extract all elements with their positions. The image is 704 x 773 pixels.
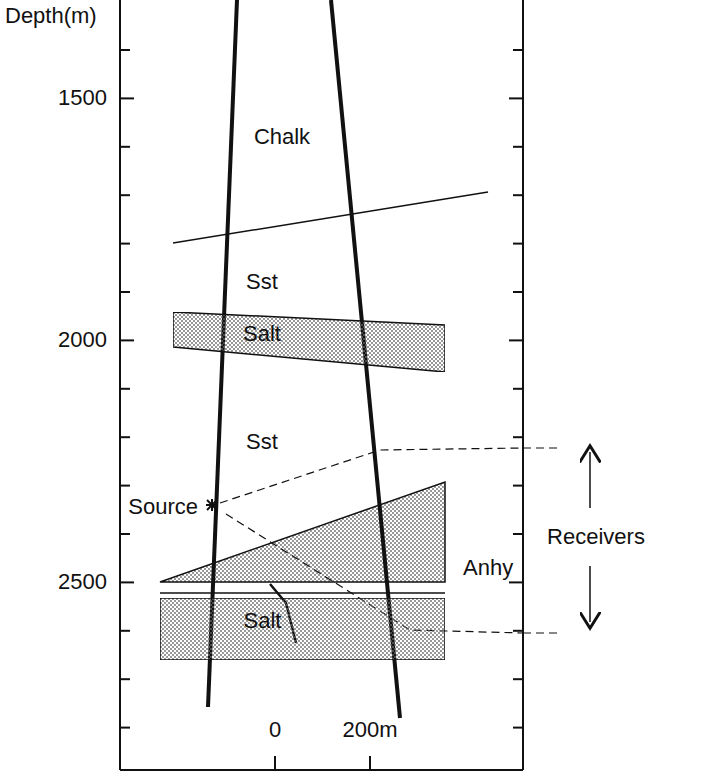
- layer-name: Sst: [246, 271, 278, 293]
- anhydrite-base: [160, 592, 445, 594]
- depth-value: 2000: [58, 329, 107, 351]
- depth-value: 1500: [58, 87, 107, 109]
- horizon: [173, 192, 488, 243]
- layer-name: Salt: [243, 323, 281, 345]
- layer-name: Anhy: [463, 557, 513, 579]
- axis-title: Depth(m): [5, 5, 97, 27]
- layer-shape: [160, 598, 445, 660]
- source-symbol: [206, 499, 218, 511]
- distance-value: 0: [269, 719, 281, 741]
- layer-name: Salt: [244, 610, 282, 632]
- layer-shape: [173, 312, 445, 372]
- depth-value: 2500: [58, 571, 107, 593]
- salt-wedge: [160, 482, 445, 582]
- layer-name: Sst: [246, 431, 278, 453]
- axis-ticks: [120, 50, 523, 770]
- salt-layer: Salt: [173, 312, 445, 372]
- salt-layer: Salt: [160, 598, 445, 660]
- layer-name: Chalk: [254, 126, 310, 148]
- receivers-label: Receivers: [547, 526, 645, 548]
- frame: [120, 0, 523, 770]
- source-label: Source: [128, 496, 198, 518]
- distance-value: 200m: [342, 719, 397, 741]
